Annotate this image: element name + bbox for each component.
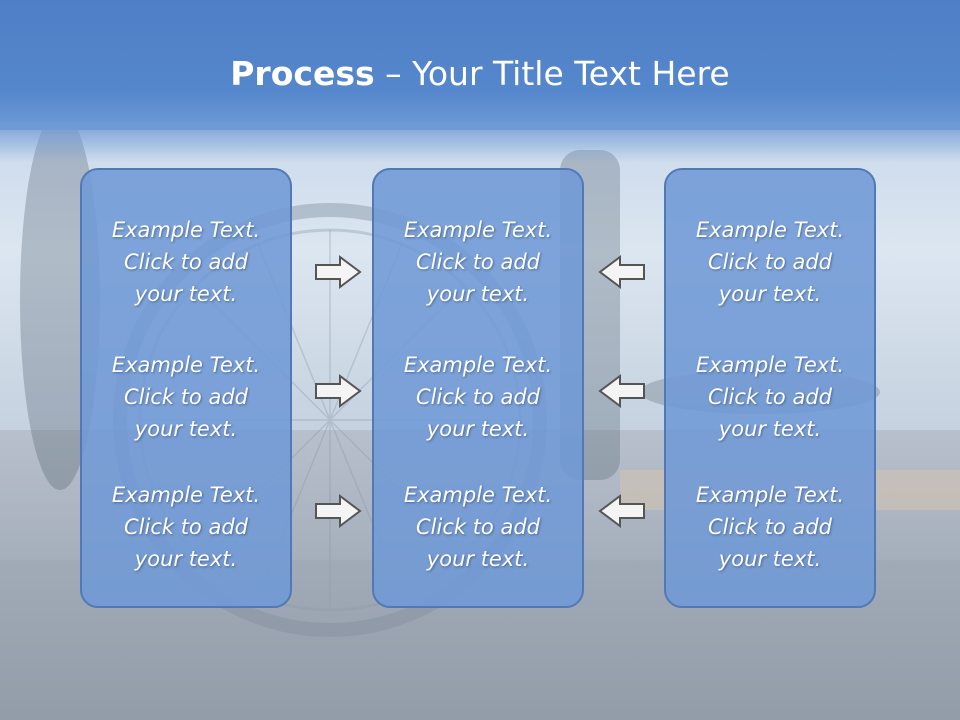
panel-right-text-1[interactable]: Example Text. Click to add your text. xyxy=(666,214,874,310)
text-line: your text. xyxy=(426,547,530,571)
text-line: Example Text. xyxy=(403,483,553,507)
text-line: your text. xyxy=(426,282,530,306)
text-line: Example Text. xyxy=(695,353,845,377)
text-line: Example Text. xyxy=(403,353,553,377)
text-line: Example Text. xyxy=(695,483,845,507)
panel-middle-text-1[interactable]: Example Text. Click to add your text. xyxy=(374,214,582,310)
text-line: Click to add xyxy=(415,515,540,539)
panel-left[interactable]: Example Text. Click to add your text. Ex… xyxy=(80,168,292,608)
text-line: Click to add xyxy=(707,250,832,274)
text-line: Click to add xyxy=(415,250,540,274)
text-line: Click to add xyxy=(707,385,832,409)
title-bold: Process xyxy=(230,54,375,93)
text-line: your text. xyxy=(134,282,238,306)
title-band xyxy=(0,0,960,130)
text-line: your text. xyxy=(718,282,822,306)
left-arrow-icon xyxy=(598,255,645,289)
panel-left-text-1[interactable]: Example Text. Click to add your text. xyxy=(82,214,290,310)
panel-middle-text-2[interactable]: Example Text. Click to add your text. xyxy=(374,349,582,445)
text-line: Example Text. xyxy=(111,353,261,377)
title-rest: – Your Title Text Here xyxy=(374,54,730,93)
text-line: your text. xyxy=(718,547,822,571)
text-line: Click to add xyxy=(123,515,248,539)
right-arrow-icon xyxy=(315,494,362,528)
panel-left-text-2[interactable]: Example Text. Click to add your text. xyxy=(82,349,290,445)
panel-left-text-3[interactable]: Example Text. Click to add your text. xyxy=(82,479,290,575)
text-line: Example Text. xyxy=(695,218,845,242)
text-line: Example Text. xyxy=(403,218,553,242)
text-line: your text. xyxy=(134,417,238,441)
left-arrow-icon xyxy=(598,494,645,528)
text-line: your text. xyxy=(134,547,238,571)
panel-right-text-2[interactable]: Example Text. Click to add your text. xyxy=(666,349,874,445)
text-line: Click to add xyxy=(707,515,832,539)
text-line: Example Text. xyxy=(111,218,261,242)
text-line: Click to add xyxy=(123,250,248,274)
panel-right[interactable]: Example Text. Click to add your text. Ex… xyxy=(664,168,876,608)
text-line: your text. xyxy=(718,417,822,441)
right-arrow-icon xyxy=(315,374,362,408)
slide-title[interactable]: Process – Your Title Text Here xyxy=(0,52,960,96)
text-line: Click to add xyxy=(415,385,540,409)
left-arrow-icon xyxy=(598,374,645,408)
text-line: your text. xyxy=(426,417,530,441)
panel-middle-text-3[interactable]: Example Text. Click to add your text. xyxy=(374,479,582,575)
right-arrow-icon xyxy=(315,255,362,289)
text-line: Example Text. xyxy=(111,483,261,507)
panel-right-text-3[interactable]: Example Text. Click to add your text. xyxy=(666,479,874,575)
title-fade xyxy=(0,122,960,162)
text-line: Click to add xyxy=(123,385,248,409)
panel-middle[interactable]: Example Text. Click to add your text. Ex… xyxy=(372,168,584,608)
